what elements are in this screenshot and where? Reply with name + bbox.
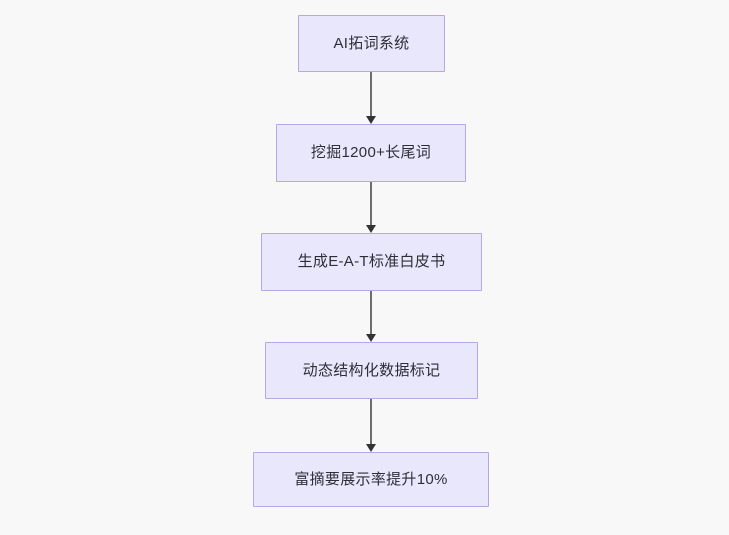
flowchart-node[interactable]: 挖掘1200+长尾词: [276, 124, 466, 182]
edge-line: [370, 291, 372, 335]
edge-line: [370, 399, 372, 445]
flowchart-node-label: 生成E-A-T标准白皮书: [297, 253, 446, 270]
edge-arrowhead-icon: [366, 225, 376, 233]
flowchart-node-label: 富摘要展示率提升10%: [294, 470, 448, 488]
flowchart-node-label: 挖掘1200+长尾词: [310, 144, 432, 161]
flowchart-node-label: 动态结构化数据标记: [302, 361, 441, 379]
edge-line: [370, 182, 372, 226]
edge-arrowhead-icon: [366, 334, 376, 342]
flowchart-node[interactable]: AI拓词系统: [298, 15, 445, 72]
edge-arrowhead-icon: [366, 116, 376, 124]
edge-line: [370, 72, 372, 117]
edge-arrowhead-icon: [366, 444, 376, 452]
flowchart-node[interactable]: 动态结构化数据标记: [265, 342, 478, 399]
flowchart-node[interactable]: 生成E-A-T标准白皮书: [261, 233, 482, 291]
flowchart-node-label: AI拓词系统: [333, 34, 410, 52]
flowchart-node[interactable]: 富摘要展示率提升10%: [253, 452, 489, 507]
